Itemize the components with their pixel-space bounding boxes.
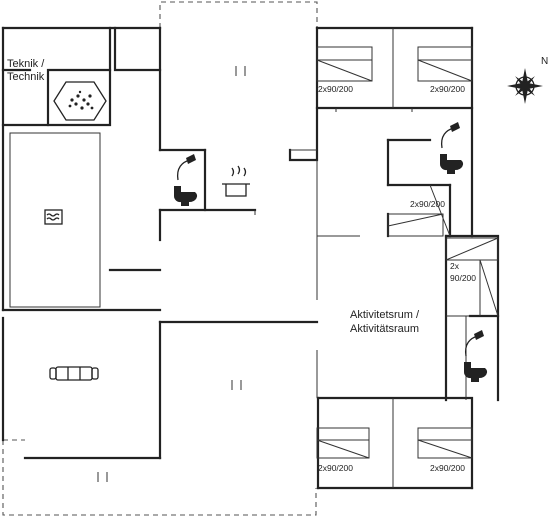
shower-icon-3 (464, 330, 484, 357)
thin-lines (254, 28, 470, 488)
bed4-line-2: 90/200 (450, 273, 476, 283)
sofa-icon (49, 366, 99, 381)
walls (1, 26, 500, 490)
pool (9, 132, 101, 308)
shower-icon-2 (440, 122, 460, 149)
technik-line-2: Technik (7, 71, 45, 83)
technik-line-1: Teknik / (7, 58, 45, 70)
bed-label-6: 2x90/200 (430, 463, 465, 473)
bed-3 (387, 184, 451, 237)
bed-5 (316, 427, 370, 459)
toilet-icon-3 (463, 362, 488, 382)
door-marks (97, 66, 246, 482)
bed-1 (316, 46, 373, 82)
bed-6 (417, 427, 473, 459)
bed-label-4: 2x 90/200 (450, 261, 476, 283)
terrace-top (159, 1, 318, 28)
pool-icon (44, 209, 63, 225)
toilet-icon (173, 186, 198, 206)
activity-room-label: Aktivitetsrum / Aktivitätsraum (350, 309, 422, 335)
terrace-bottom (2, 439, 317, 516)
compass-rose-icon (507, 68, 543, 104)
bed-2 (417, 46, 473, 82)
bed-label-3: 2x90/200 (410, 199, 445, 209)
bed-label-2: 2x90/200 (430, 84, 465, 94)
technik-label: Teknik / Technik (7, 58, 47, 83)
activity-line-2: Aktivitätsraum (350, 323, 419, 335)
bed4-line-1: 2x (450, 261, 460, 271)
toilet-icon-2 (439, 154, 464, 174)
bed-label-1: 2x90/200 (318, 84, 353, 94)
bed-4 (445, 237, 499, 317)
shower-icon (176, 154, 196, 181)
bed-label-5: 2x90/200 (318, 463, 353, 473)
cooking-pot-icon (222, 165, 250, 197)
compass-north-label: N (541, 56, 548, 67)
hot-tub-icon (53, 81, 107, 121)
activity-line-1: Aktivitetsrum / (350, 309, 420, 321)
